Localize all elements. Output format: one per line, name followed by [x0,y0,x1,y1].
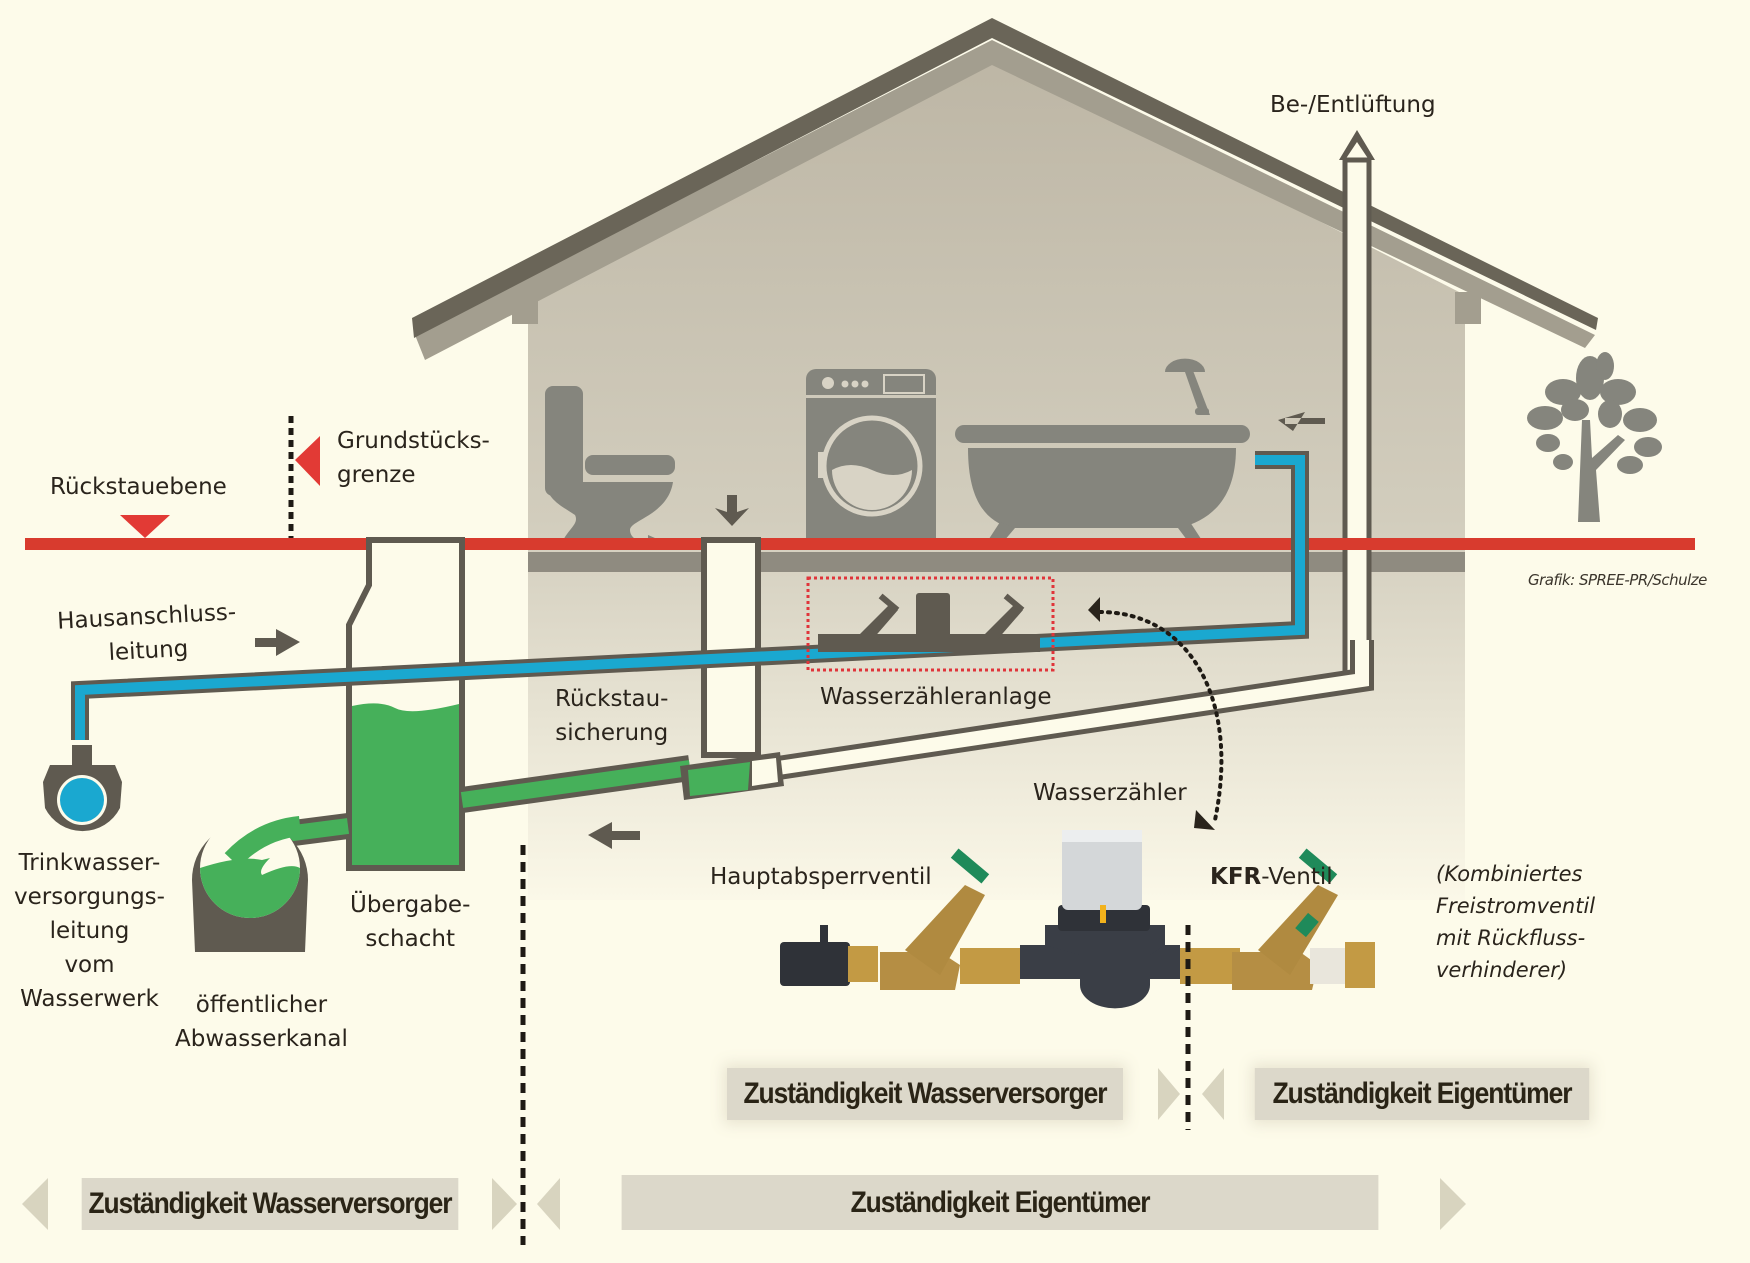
arrow-head-down [1194,810,1215,830]
label-backflow-protection: Rückstau- sicherung [555,686,669,746]
kfr-suffix: -Ventil [1261,864,1333,890]
label-property-line: Grundstücks- grenze [337,428,490,488]
band-detail-owner: Zuständigkeit Eigentümer [1254,1068,1590,1120]
label-backflow-level: Rückstauebene [50,474,227,500]
arrow-left-icon-2 [588,822,640,849]
eave-right [1455,292,1481,324]
arrow-down-icon [715,495,749,526]
tree-icon [1527,352,1662,522]
arrow-right-icon [255,629,300,656]
bathtub-icon [955,358,1250,548]
label-kfr-valve: KFR-Ventil [1210,860,1333,894]
house-floor [528,552,1465,572]
arrow-head-up [1088,597,1100,622]
eave-left [512,292,538,324]
backflow-level-marker [120,515,170,538]
fresh-water-pipe [71,451,1309,740]
band-detail-supplier: Zuständigkeit Wasserversorger [727,1068,1123,1120]
label-house-connection: Hausanschluss- leitung [56,599,237,667]
label-kfr-note: (Kombiniertes Freistromventil mit Rückfl… [1436,862,1596,982]
meter-assembly-icon [806,576,1055,672]
transfer-shaft [346,537,465,871]
water-main-icon [43,745,122,832]
backflow-valve [680,752,784,800]
property-line-arrow [295,436,320,486]
vent-pipe [1339,130,1375,683]
waste-pipe-upper [763,640,1374,782]
backflow-level-line [25,538,1695,550]
toilet-icon [545,386,675,548]
label-public-sewer: öffentlicher Abwasserkanal [175,992,348,1052]
dotted-link-arrow [1098,610,1224,822]
band-chevrons [22,1068,1466,1230]
backflow-shaft [701,537,761,758]
band-bottom-owner: Zuständigkeit Eigentümer [621,1175,1379,1230]
label-main-valve: Hauptabsperrventil [710,864,932,890]
label-water-meter: Wasserzähler [1033,780,1187,806]
label-vent: Be-/Entlüftung [1270,92,1436,118]
washing-machine-icon [806,369,936,549]
vent-arrow-icon [1339,130,1375,160]
label-transfer-shaft: Übergabe- schacht [350,892,471,952]
band-bottom-supplier: Zuständigkeit Wasserversorger [81,1178,459,1230]
graphic-credit: Grafik: SPREE-PR/Schulze [1528,571,1707,589]
kfr-abbrev: KFR [1210,864,1262,890]
arrow-left-icon [1278,412,1325,431]
public-sewer-icon [192,816,308,952]
label-supply-line: Trinkwasser- versorgungs- leitung vom Wa… [14,850,165,1012]
label-meter-assembly: Wasserzähleranlage [820,684,1052,710]
